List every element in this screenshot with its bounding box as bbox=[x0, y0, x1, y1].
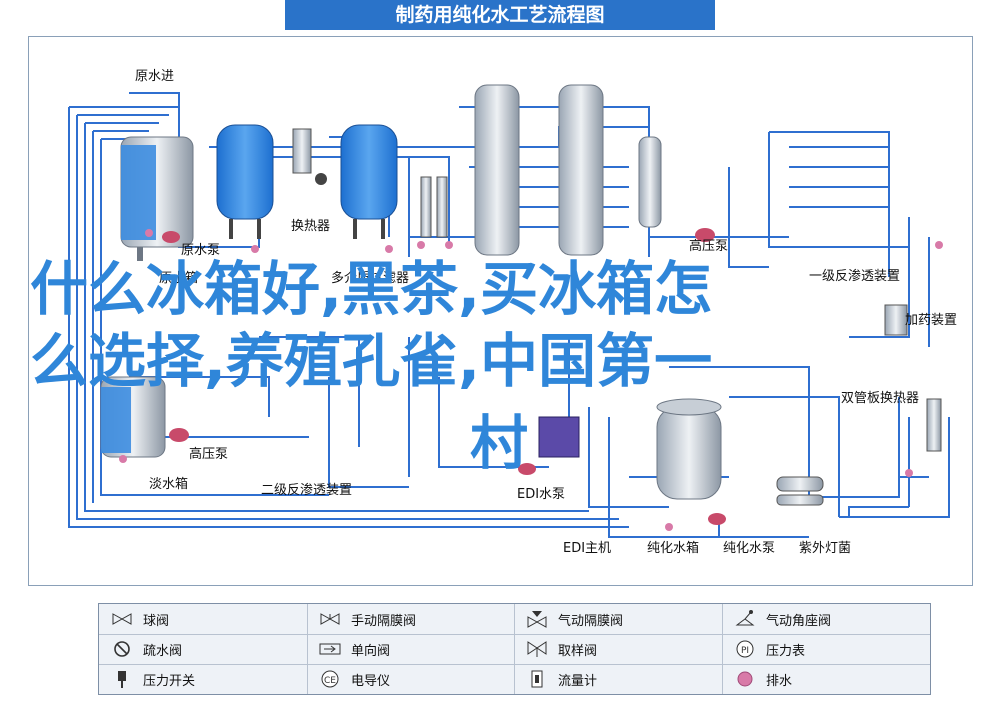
label-ro1: 一级反渗透装置 bbox=[809, 269, 901, 284]
high-pressure-pump-2 bbox=[169, 428, 189, 442]
edi-unit bbox=[518, 416, 580, 475]
legend-item: 气动角座阀 bbox=[722, 604, 831, 634]
label-high-pressure-pump-2: 高压泵 bbox=[189, 447, 229, 462]
legend-label: 球阀 bbox=[143, 613, 170, 629]
drain-valve-icon bbox=[111, 638, 133, 660]
carbon-filter bbox=[340, 124, 398, 239]
legend-item: PI 压力表 bbox=[722, 634, 805, 664]
label-raw-water-in: 原水进 bbox=[135, 69, 175, 84]
overlay-text-line-2: 么选择,养殖孔雀,中国第一 bbox=[30, 327, 713, 395]
legend-label: 压力开关 bbox=[143, 673, 196, 689]
label-high-pressure-pump-1: 高压泵 bbox=[689, 239, 729, 254]
sampling-valve-icon bbox=[526, 638, 548, 660]
high-pressure-pump-1 bbox=[695, 228, 715, 242]
legend-label: 气动角座阀 bbox=[766, 613, 832, 629]
svg-text:PI: PI bbox=[741, 646, 749, 656]
legend-label: 取样阀 bbox=[558, 643, 598, 659]
tube-heat-exchanger bbox=[926, 398, 942, 452]
label-uv-lamp: 紫外灯菌 bbox=[799, 541, 852, 556]
label-pure-water-tank: 纯化水箱 bbox=[647, 541, 700, 556]
diagram-title: 制药用纯化水工艺流程图 bbox=[285, 0, 715, 30]
legend-label: 压力表 bbox=[766, 643, 806, 659]
legend-label: 单向阀 bbox=[351, 643, 391, 659]
pneumatic-diaphragm-valve-icon bbox=[526, 608, 548, 630]
label-fresh-water-tank: 淡水箱 bbox=[149, 477, 189, 492]
legend-item: 单向阀 bbox=[307, 634, 390, 664]
legend-item: 疏水阀 bbox=[99, 634, 182, 664]
legend-item: 手动隔膜阀 bbox=[307, 604, 416, 634]
pressure-gauge-icon: PI bbox=[734, 638, 756, 660]
legend-divider bbox=[514, 604, 515, 694]
pure-water-tank bbox=[656, 398, 722, 500]
legend-row: 压力开关 CE 电导仪 流量计 排水 bbox=[99, 664, 930, 694]
raw-water-pump bbox=[162, 231, 180, 243]
legend-item: 压力开关 bbox=[99, 664, 195, 694]
uv-lamp bbox=[776, 476, 824, 506]
ro-membranes bbox=[474, 84, 662, 256]
drain-icon bbox=[734, 668, 756, 690]
label-edi-pump: EDI水泵 bbox=[517, 487, 566, 502]
label-dosing-device: 加药装置 bbox=[905, 313, 958, 328]
process-flow-diagram: 原水进 原水泵 原水箱 换热器 多介质过滤器 高压泵 一级反渗透装置 加药装置 … bbox=[28, 36, 973, 586]
label-raw-water-pump: 原水泵 bbox=[181, 243, 221, 258]
legend-label: 手动隔膜阀 bbox=[351, 613, 417, 629]
pipe-network bbox=[68, 84, 950, 538]
label-raw-water-tank: 原水箱 bbox=[159, 271, 199, 286]
dosing-tank bbox=[884, 304, 908, 336]
overlay-text-line-1: 什么冰箱好,黑茶,买冰箱怎 bbox=[30, 255, 713, 323]
legend-label: 流量计 bbox=[558, 673, 598, 689]
legend-item: CE 电导仪 bbox=[307, 664, 390, 694]
legend-label: 疏水阀 bbox=[143, 643, 183, 659]
conductivity-meter-icon: CE bbox=[319, 668, 341, 690]
raw-water-tank bbox=[120, 136, 194, 261]
multi-media-filter bbox=[216, 124, 274, 239]
ball-valve-icon bbox=[111, 608, 133, 630]
check-valve-icon bbox=[319, 638, 341, 660]
flow-meter-icon bbox=[526, 668, 548, 690]
legend-divider bbox=[307, 604, 308, 694]
legend-label: 气动隔膜阀 bbox=[558, 613, 624, 629]
legend-item: 流量计 bbox=[514, 664, 597, 694]
legend-table: 球阀 手动隔膜阀 气动隔膜阀 气动角座阀 疏水阀 bbox=[98, 603, 931, 695]
manual-diaphragm-valve-icon bbox=[319, 608, 341, 630]
legend-item: 气动隔膜阀 bbox=[514, 604, 623, 634]
pressure-switch-icon bbox=[111, 668, 133, 690]
pneumatic-angle-valve-icon bbox=[734, 608, 756, 630]
legend-item: 排水 bbox=[722, 664, 792, 694]
label-tube-heat-exchanger: 双管板换热器 bbox=[841, 391, 920, 406]
label-heat-exchanger: 换热器 bbox=[291, 219, 331, 234]
fresh-water-tank bbox=[100, 376, 166, 458]
legend-label: 电导仪 bbox=[351, 673, 391, 689]
svg-text:CE: CE bbox=[324, 676, 336, 686]
security-filter bbox=[420, 176, 448, 238]
label-pure-water-pump: 纯化水泵 bbox=[723, 541, 776, 556]
legend-label: 排水 bbox=[766, 673, 793, 689]
label-edi-host: EDI主机 bbox=[563, 541, 612, 556]
legend-item: 球阀 bbox=[99, 604, 169, 634]
legend-row: 疏水阀 单向阀 取样阀 PI 压力表 bbox=[99, 634, 930, 664]
legend-divider bbox=[722, 604, 723, 694]
legend-item: 取样阀 bbox=[514, 634, 597, 664]
pure-water-pump bbox=[708, 513, 726, 525]
overlay-text-line-3: 村 bbox=[470, 409, 529, 477]
label-ro2: 二级反渗透装置 bbox=[261, 483, 353, 498]
label-multi-media-filter: 多介质过滤器 bbox=[331, 271, 410, 286]
heat-exchanger bbox=[292, 128, 327, 185]
legend-row: 球阀 手动隔膜阀 气动隔膜阀 气动角座阀 bbox=[99, 604, 930, 634]
